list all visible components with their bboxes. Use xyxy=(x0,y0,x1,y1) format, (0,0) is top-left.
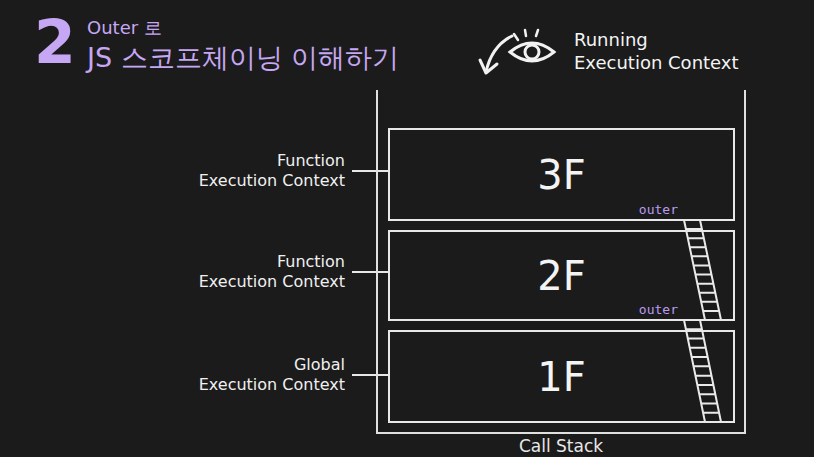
slide-title: JS 스코프체이닝 이해하기 xyxy=(87,42,399,74)
eye-pupil xyxy=(525,45,539,59)
stack-label: Call Stack xyxy=(376,436,746,456)
context-box: 2F xyxy=(388,230,735,321)
floor-label: 2F xyxy=(537,253,585,299)
arrow-curve xyxy=(486,36,512,72)
leader-line xyxy=(352,271,388,273)
call-stack: Call Stack 3F 2F 1F xyxy=(376,90,746,456)
floor-label: 3F xyxy=(537,152,585,198)
context-box: 1F xyxy=(388,330,735,423)
outer-ladder xyxy=(684,320,721,422)
stack-outline xyxy=(377,90,745,433)
context-label: Function Execution Context xyxy=(199,151,345,191)
context-label: Global Execution Context xyxy=(199,355,345,395)
leader-line xyxy=(352,170,388,172)
context-label: Function Execution Context xyxy=(199,252,345,292)
arrow-head xyxy=(480,60,497,73)
outer-label: outer xyxy=(637,302,680,317)
context-box: 3F xyxy=(388,128,735,221)
eye-lashes xyxy=(514,30,538,40)
eye-outline xyxy=(510,43,554,61)
outer-ladder xyxy=(684,220,721,320)
section-number: 2 xyxy=(34,8,76,77)
floor-label: 1F xyxy=(537,354,585,400)
outer-label: outer xyxy=(637,202,680,217)
leader-line xyxy=(352,374,388,376)
eye-caption: Running Execution Context xyxy=(574,28,739,74)
subtitle: Outer 로 xyxy=(87,17,162,38)
